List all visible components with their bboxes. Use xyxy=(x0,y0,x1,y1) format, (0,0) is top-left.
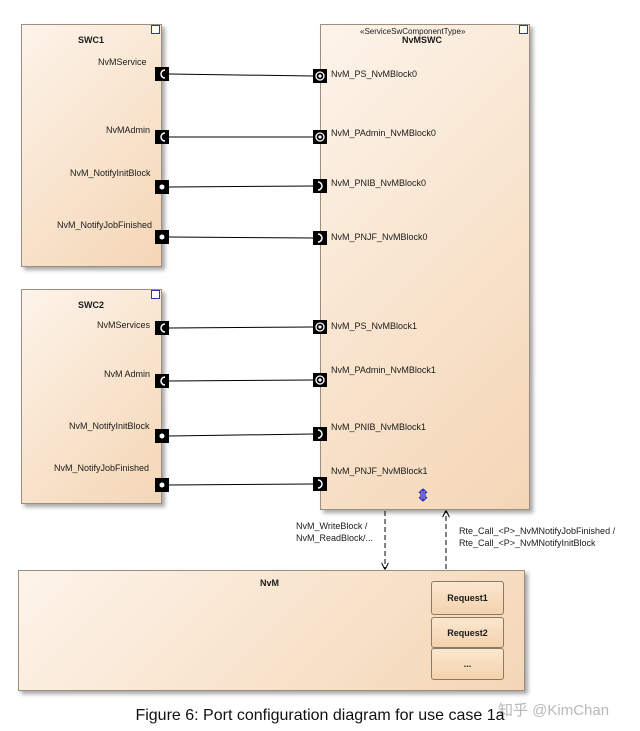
sender-port-icon[interactable] xyxy=(313,477,327,491)
connector-line[interactable] xyxy=(168,433,314,437)
nvmswc-port-label: NvM_PS_NvMBlock1 xyxy=(331,321,418,331)
watermark: 知乎 @KimChan xyxy=(498,702,610,719)
swc1-component-icon xyxy=(151,25,160,34)
swc1-ports xyxy=(155,67,169,244)
connector-line[interactable] xyxy=(168,483,314,486)
nvmswc-ports xyxy=(313,69,327,491)
swc1-port-label: NvMAdmin xyxy=(106,125,151,135)
connector-line[interactable] xyxy=(168,379,314,382)
connector-line[interactable] xyxy=(168,185,314,188)
client-port-icon[interactable] xyxy=(155,67,169,81)
client-port-icon[interactable] xyxy=(155,130,169,144)
sender-port-icon[interactable] xyxy=(313,179,327,193)
swc1-port-label: NvMService xyxy=(98,57,147,67)
swc2-port-label: NvM_NotifyJobFinished xyxy=(54,463,150,473)
nvmswc-stereotype: «ServiceSwComponentType» xyxy=(360,27,466,36)
down-arrow-label-line1: NvM_WriteBlock / xyxy=(296,521,368,531)
swc1-port-label: NvM_NotifyJobFinished xyxy=(57,220,153,230)
request-more[interactable]: ... xyxy=(431,648,504,680)
swc2-port-label: NvM_NotifyInitBlock xyxy=(69,421,150,431)
nvmswc-component[interactable] xyxy=(320,24,530,510)
swc1-component[interactable] xyxy=(21,24,162,267)
request-2[interactable]: Request2 xyxy=(431,617,504,648)
sender-port-icon[interactable] xyxy=(313,231,327,245)
sender-port-icon[interactable] xyxy=(313,427,327,441)
connector-line[interactable] xyxy=(168,73,314,77)
nvmswc-port-label: NvM_PAdmin_NvMBlock0 xyxy=(331,128,436,138)
swc2-port-label: NvM Admin xyxy=(104,369,151,379)
up-arrow-label-line1: Rte_Call_<P>_NvMNotifyJobFinished / xyxy=(459,526,616,536)
swc2-component[interactable] xyxy=(21,289,162,504)
swc1-title: SWC1 xyxy=(78,35,105,45)
swc2-ports xyxy=(155,321,169,492)
nvmswc-port-label: NvM_PAdmin_NvMBlock1 xyxy=(331,365,436,375)
swc2-title: SWC2 xyxy=(78,300,105,310)
nvmswc-component-icon xyxy=(519,25,528,34)
connector-line[interactable] xyxy=(168,236,314,239)
nvm-title: NvM xyxy=(260,578,280,588)
nvmswc-title: NvMSWC xyxy=(402,35,442,45)
connector-lines xyxy=(168,73,314,486)
swc1-port-label: NvM_NotifyInitBlock xyxy=(70,168,151,178)
figure-caption: Figure 6: Port configuration diagram for… xyxy=(135,707,505,724)
nvmswc-port-label: NvM_PNIB_NvMBlock1 xyxy=(331,422,427,432)
swc2-component-icon xyxy=(151,290,160,299)
connector-line[interactable] xyxy=(168,326,314,329)
nvmswc-port-label: NvM_PNJF_NvMBlock0 xyxy=(331,232,428,242)
up-arrow-label-line2: Rte_Call_<P>_NvMNotifyInitBlock xyxy=(459,538,596,548)
nvmswc-port-label: NvM_PNJF_NvMBlock1 xyxy=(331,466,428,476)
swc2-port-label: NvMServices xyxy=(97,320,151,330)
nvmswc-port-label: NvM_PNIB_NvMBlock0 xyxy=(331,178,427,188)
client-port-icon[interactable] xyxy=(155,321,169,335)
nvmswc-port-label: NvM_PS_NvMBlock0 xyxy=(331,69,418,79)
request-1[interactable]: Request1 xyxy=(431,581,504,615)
client-port-icon[interactable] xyxy=(155,374,169,388)
double-arrow-icon xyxy=(418,488,428,502)
down-arrow-label-line2: NvM_ReadBlock/... xyxy=(296,533,374,543)
